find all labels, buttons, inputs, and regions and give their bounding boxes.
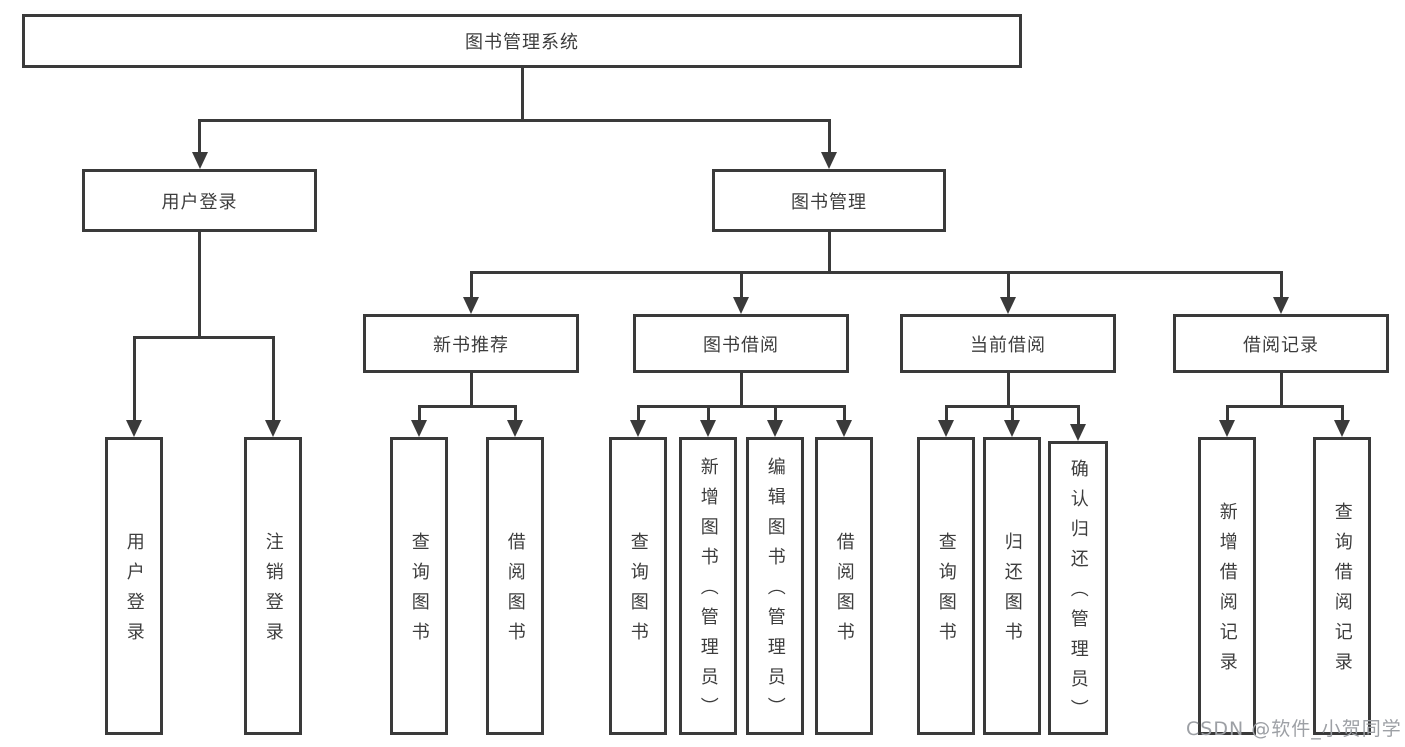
connector-line — [1010, 405, 1014, 421]
connector-line — [1006, 271, 1010, 298]
connector-line — [198, 119, 831, 122]
leaf-current-confirm-return-admin: 确认归还（管理员） — [1048, 441, 1108, 735]
connector-line — [1225, 405, 1344, 408]
arrow-down-icon — [1334, 420, 1350, 437]
node-label: 查询图书 — [408, 532, 430, 652]
leaf-borrowing-borrow-books: 借阅图书 — [815, 437, 873, 735]
node-label: 用户登录 — [161, 191, 238, 213]
node-label: 借阅图书 — [504, 532, 526, 652]
connector-line — [513, 405, 517, 421]
node-label: 查询图书 — [935, 532, 957, 652]
node-label: 新书推荐 — [433, 334, 509, 356]
node-current-borrowing: 当前借阅 — [900, 314, 1116, 373]
node-label: 用户登录 — [123, 532, 145, 652]
node-label: 借阅图书 — [833, 532, 855, 652]
connector-line — [842, 405, 846, 421]
arrow-down-icon — [1004, 420, 1020, 437]
connector-line — [944, 405, 948, 421]
arrow-down-icon — [630, 420, 646, 437]
arrow-down-icon — [938, 420, 954, 437]
connector-line — [944, 405, 1080, 408]
leaf-records-query-record: 查询借阅记录 — [1313, 437, 1371, 735]
connector-line — [1076, 405, 1080, 425]
node-label: 查询借阅记录 — [1331, 502, 1353, 682]
leaf-newbook-query-books: 查询图书 — [390, 437, 448, 735]
arrow-down-icon — [191, 152, 208, 169]
node-borrowing-records: 借阅记录 — [1173, 314, 1389, 373]
connector-line — [198, 119, 201, 153]
arrow-down-icon — [767, 420, 783, 437]
node-new-book-recommend: 新书推荐 — [363, 314, 579, 373]
node-label: 图书管理 — [791, 191, 867, 213]
connector-line — [1340, 405, 1344, 421]
connector-line — [1006, 373, 1010, 408]
node-label: 查询图书 — [627, 532, 649, 652]
arrow-down-icon — [836, 420, 852, 437]
leaf-borrowing-query-books: 查询图书 — [609, 437, 667, 735]
connector-line — [417, 405, 421, 421]
node-label: 归还图书 — [1001, 532, 1023, 652]
connector-line — [132, 336, 275, 339]
connector-line — [1225, 405, 1229, 421]
arrow-down-icon — [507, 420, 523, 437]
node-label: 图书管理系统 — [465, 32, 579, 53]
node-root-library-system: 图书管理系统 — [22, 14, 1022, 68]
connector-line — [636, 405, 846, 408]
connector-line — [469, 373, 473, 408]
leaf-current-return-books: 归还图书 — [983, 437, 1041, 735]
connector-line — [1279, 271, 1283, 298]
node-label: 借阅记录 — [1243, 334, 1319, 356]
arrow-down-icon — [821, 152, 837, 169]
arrow-down-icon — [463, 297, 479, 314]
connector-line — [271, 336, 275, 421]
node-label: 图书借阅 — [703, 334, 779, 356]
connector-line — [520, 68, 524, 122]
arrow-down-icon — [411, 420, 427, 437]
connector-line — [1279, 373, 1283, 408]
arrow-down-icon — [700, 420, 716, 437]
leaf-current-query-books: 查询图书 — [917, 437, 975, 735]
connector-line — [417, 405, 517, 408]
connector-line — [469, 271, 473, 298]
node-label: 新增借阅记录 — [1216, 502, 1238, 682]
arrow-down-icon — [733, 297, 749, 314]
arrow-down-icon — [1273, 297, 1289, 314]
node-label: 当前借阅 — [970, 334, 1046, 356]
leaf-user-login: 用户登录 — [105, 437, 163, 735]
arrow-down-icon — [265, 420, 281, 437]
leaf-borrowing-add-books-admin: 新增图书（管理员） — [679, 437, 737, 735]
connector-line — [198, 232, 201, 339]
leaf-newbook-borrow-books: 借阅图书 — [486, 437, 544, 735]
connector-line — [706, 405, 710, 421]
node-book-management: 图书管理 — [712, 169, 946, 232]
leaf-logout: 注销登录 — [244, 437, 302, 735]
arrow-down-icon — [1219, 420, 1235, 437]
node-label: 确认归还（管理员） — [1067, 459, 1089, 729]
node-label: 编辑图书（管理员） — [764, 457, 786, 727]
arrow-down-icon — [126, 420, 142, 437]
connector-line — [469, 271, 1283, 274]
connector-line — [827, 119, 831, 153]
node-book-borrowing: 图书借阅 — [633, 314, 849, 373]
leaf-records-add-record: 新增借阅记录 — [1198, 437, 1256, 735]
connector-line — [636, 405, 640, 421]
connector-line — [739, 373, 743, 408]
node-label: 新增图书（管理员） — [697, 457, 719, 727]
connector-line — [739, 271, 743, 298]
arrow-down-icon — [1070, 424, 1086, 441]
node-label: 注销登录 — [262, 532, 284, 652]
arrow-down-icon — [1000, 297, 1016, 314]
node-user-login: 用户登录 — [82, 169, 317, 232]
leaf-borrowing-edit-books-admin: 编辑图书（管理员） — [746, 437, 804, 735]
connector-line — [827, 232, 831, 274]
connector-line — [773, 405, 777, 421]
watermark: CSDN @软件_小贺同学 — [1186, 718, 1402, 740]
connector-line — [132, 336, 136, 421]
